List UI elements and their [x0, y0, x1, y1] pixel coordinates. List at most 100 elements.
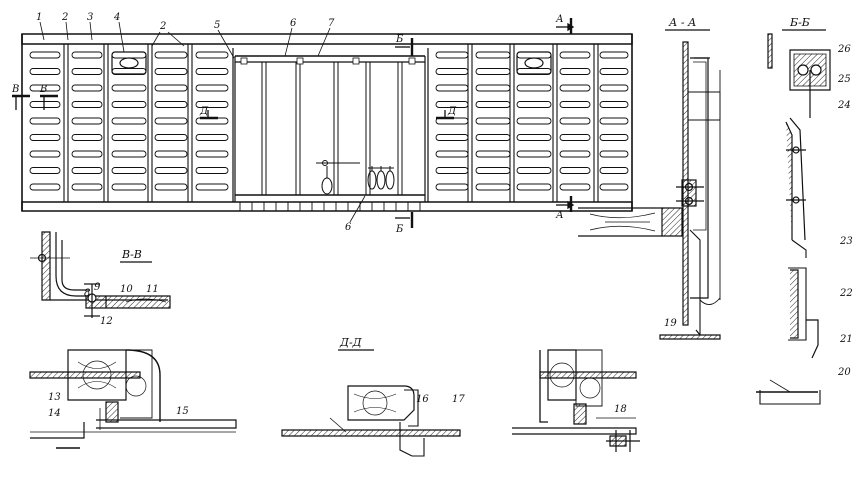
- panel-corrugation: [111, 117, 147, 125]
- panel-corrugation: [71, 134, 103, 141]
- wall-posts: [63, 44, 599, 202]
- panel-corrugation: [195, 167, 229, 174]
- panel-corrugation: [559, 51, 591, 59]
- callout-17: 17: [452, 394, 465, 405]
- door-slats: [239, 57, 421, 211]
- panel-corrugation: [29, 117, 61, 125]
- corrugated-panels-left: [29, 51, 229, 191]
- callout-18: 18: [614, 404, 627, 415]
- hatch-right: [516, 51, 552, 75]
- section-a-a: [578, 29, 721, 340]
- panel-corrugation: [475, 150, 511, 158]
- panel-corrugation: [195, 150, 229, 158]
- panel-corrugation: [29, 167, 61, 174]
- callout-24: 24: [837, 100, 851, 111]
- panel-corrugation: [195, 51, 229, 59]
- panel-corrugation: [516, 134, 552, 141]
- panel-corrugation: [475, 134, 511, 141]
- panel-corrugation: [559, 183, 591, 191]
- panel-corrugation: [154, 84, 188, 92]
- cut-mark-labels: Б Б А А В В Д Д: [11, 14, 564, 235]
- door-roller: [352, 57, 360, 65]
- panel-corrugation: [195, 183, 229, 191]
- panel-corrugation: [195, 68, 229, 75]
- panel-corrugation: [559, 84, 591, 92]
- panel-corrugation: [111, 101, 147, 108]
- section-b-b: [756, 29, 831, 405]
- panel-corrugation: [516, 150, 552, 158]
- leader-lines: [39, 21, 366, 223]
- panel-corrugation: [29, 101, 61, 108]
- section-d-d: [29, 349, 640, 457]
- section-v-v: [30, 231, 171, 318]
- floor-beam-wood: [578, 207, 683, 237]
- callout-3: 3: [87, 12, 93, 23]
- section-titles: А - А Б-Б В-В Д-Д: [121, 16, 810, 349]
- panel-corrugation: [154, 51, 188, 59]
- panel-corrugation: [435, 150, 469, 158]
- panel-corrugation: [475, 101, 511, 108]
- callout-6: 6: [290, 18, 297, 29]
- panel-corrugation: [29, 84, 61, 92]
- cut-b-top: Б: [395, 34, 404, 45]
- callout-5: 5: [214, 20, 220, 31]
- section-markers: [12, 18, 575, 228]
- bottom-chord: [21, 201, 633, 212]
- door-roller: [240, 57, 248, 65]
- panel-corrugation: [435, 134, 469, 141]
- corrugated-panels-right: [435, 51, 629, 191]
- panel-corrugation: [154, 101, 188, 108]
- hatch-right-lens: [524, 57, 544, 69]
- panel-corrugation: [154, 183, 188, 191]
- panel-corrugation: [154, 134, 188, 141]
- panel-corrugation: [29, 183, 61, 191]
- section-d-d-right: [512, 349, 640, 452]
- panel-corrugation: [559, 68, 591, 75]
- callout-10: 10: [120, 284, 133, 295]
- door-opening: [232, 48, 429, 202]
- panel-corrugation: [29, 51, 61, 59]
- hatch-left-lens: [119, 57, 139, 69]
- panel-corrugation: [475, 167, 511, 174]
- panel-corrugation: [154, 167, 188, 174]
- cut-v-left2: В: [39, 84, 47, 95]
- panel-corrugation: [559, 150, 591, 158]
- callout-26: 26: [837, 44, 851, 55]
- panel-corrugation: [71, 68, 103, 75]
- panel-corrugation: [435, 183, 469, 191]
- panel-corrugation: [435, 84, 469, 92]
- callout-23: 23: [839, 236, 853, 247]
- callout-7: 7: [328, 18, 335, 29]
- panel-corrugation: [71, 117, 103, 125]
- callout-1: 1: [36, 12, 42, 23]
- callout-9: 9: [94, 282, 101, 293]
- panel-corrugation: [154, 150, 188, 158]
- panel-corrugation: [599, 167, 629, 174]
- callout-6b: 6: [345, 222, 352, 233]
- panel-corrugation: [71, 101, 103, 108]
- cut-d-right: Д: [447, 106, 457, 117]
- panel-corrugation: [71, 51, 103, 59]
- hatch-left: [111, 51, 147, 75]
- panel-corrugation: [154, 68, 188, 75]
- callout-8: 8: [84, 288, 90, 299]
- panel-corrugation: [71, 150, 103, 158]
- panel-corrugation: [111, 167, 147, 174]
- panel-corrugation: [559, 117, 591, 125]
- panel-corrugation: [111, 134, 147, 141]
- panel-corrugation: [435, 167, 469, 174]
- cut-v-left: В: [11, 84, 19, 95]
- panel-corrugation: [475, 84, 511, 92]
- callout-21: 21: [839, 334, 853, 345]
- panel-corrugation: [516, 84, 552, 92]
- callout-19: 19: [664, 318, 677, 329]
- door-roller: [296, 57, 304, 65]
- panel-corrugation: [475, 51, 511, 59]
- panel-corrugation: [516, 167, 552, 174]
- panel-corrugation: [71, 183, 103, 191]
- callout-20: 20: [837, 367, 851, 378]
- panel-corrugation: [71, 84, 103, 92]
- panel-corrugation: [599, 101, 629, 108]
- door-lock: [316, 160, 395, 195]
- callout-11: 11: [146, 284, 159, 295]
